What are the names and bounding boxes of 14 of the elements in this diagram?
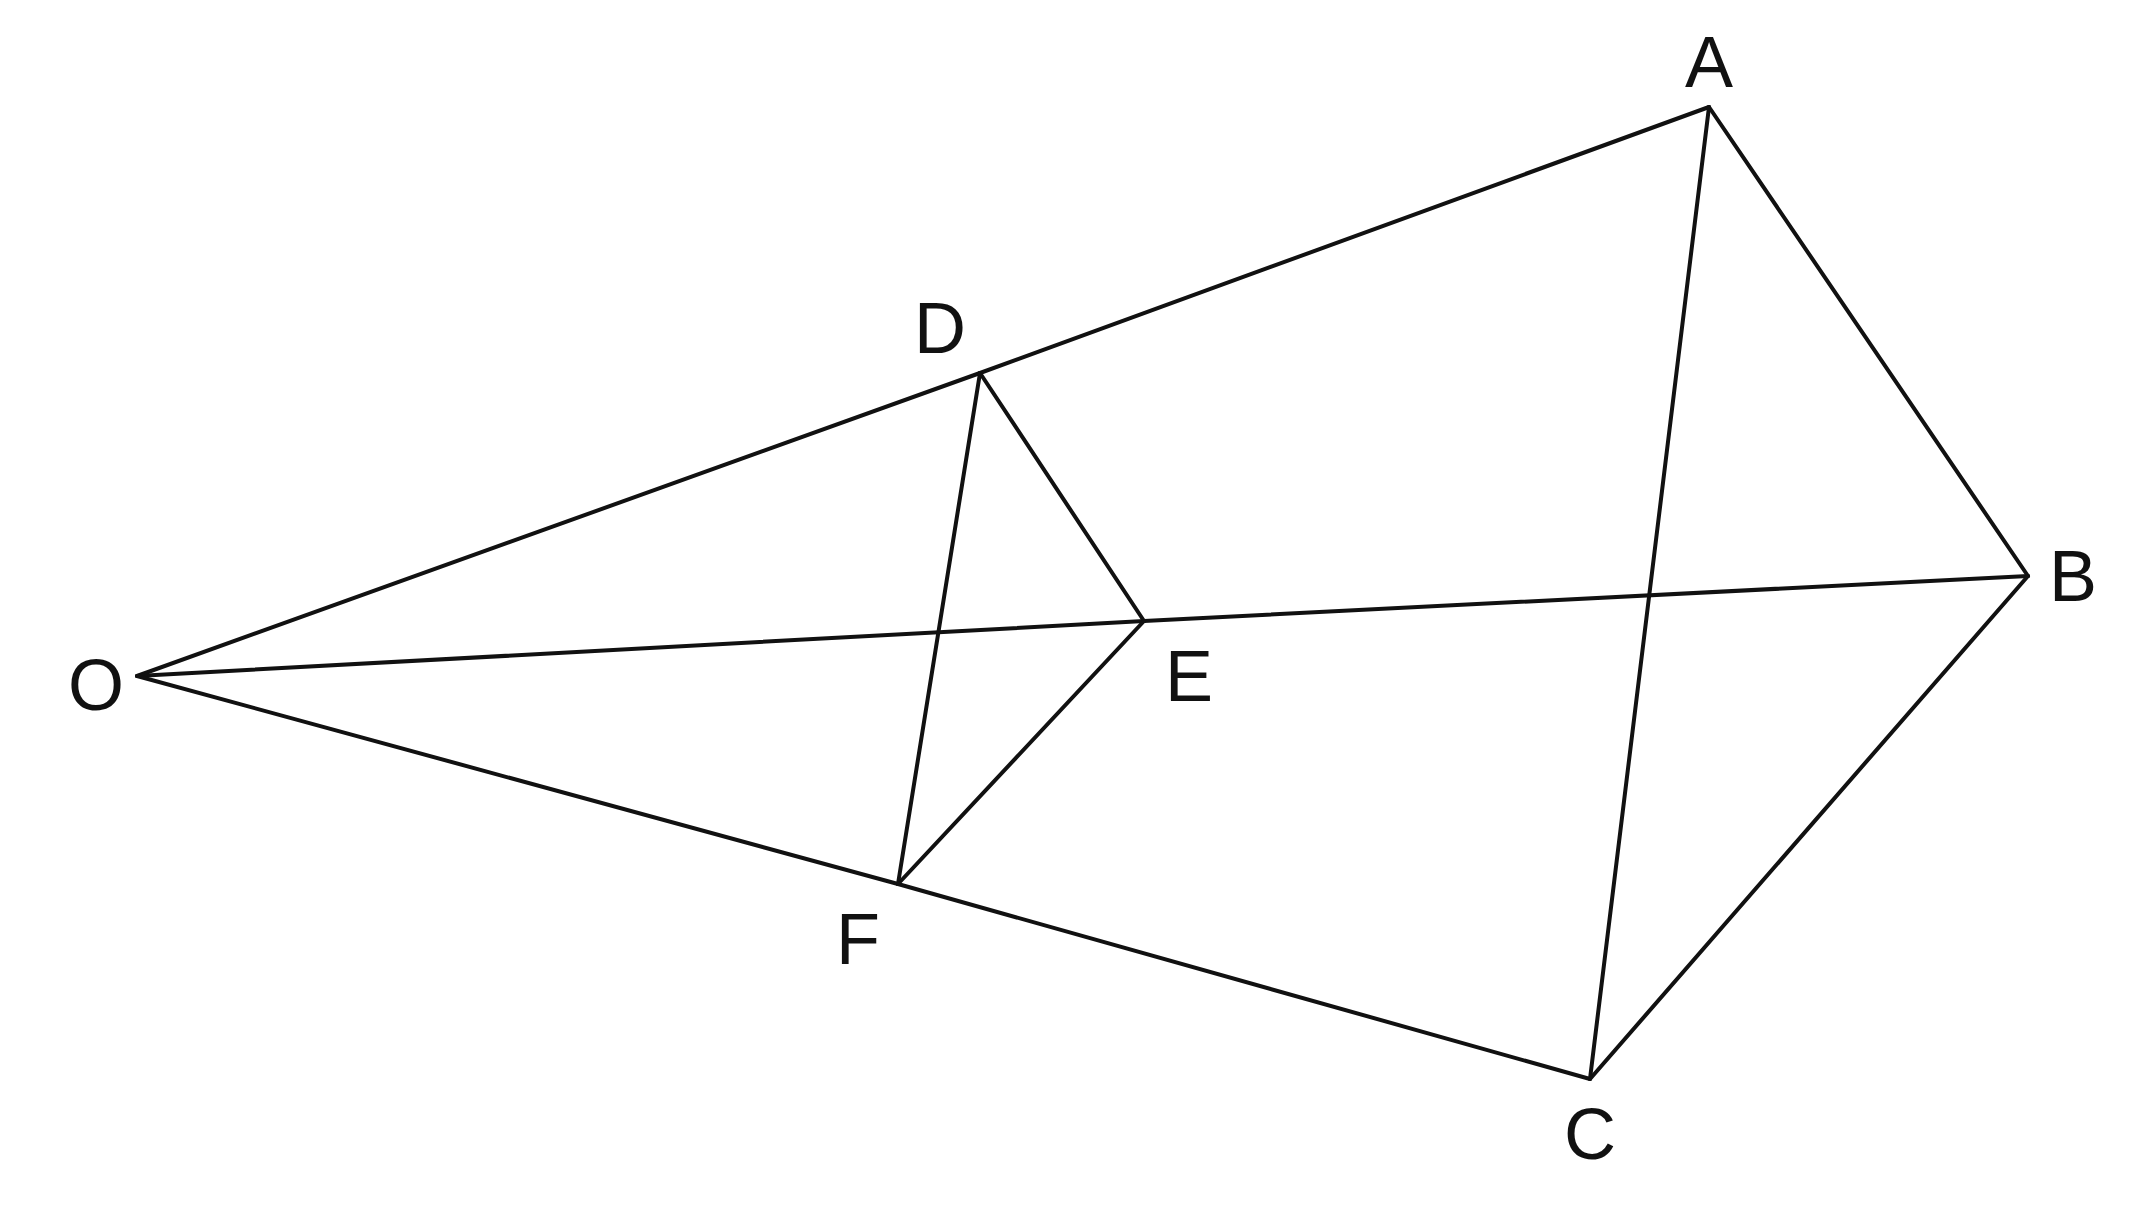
- point-label: C: [1540, 1079, 1640, 1189]
- line-segment: [1588, 105, 1711, 1081]
- line-segment: [135, 674, 900, 886]
- point-label: F: [818, 884, 898, 994]
- line-segment: [896, 371, 982, 886]
- point-label: A: [1669, 17, 1749, 107]
- line-segment: [896, 882, 1592, 1081]
- line-segment: [978, 105, 1711, 375]
- point-label: O: [55, 640, 137, 730]
- point-label: D: [900, 283, 980, 373]
- line-segment: [978, 371, 1146, 623]
- point-label: E: [1144, 621, 1234, 731]
- line-segment: [1707, 105, 2030, 578]
- point-label: B: [2028, 536, 2118, 616]
